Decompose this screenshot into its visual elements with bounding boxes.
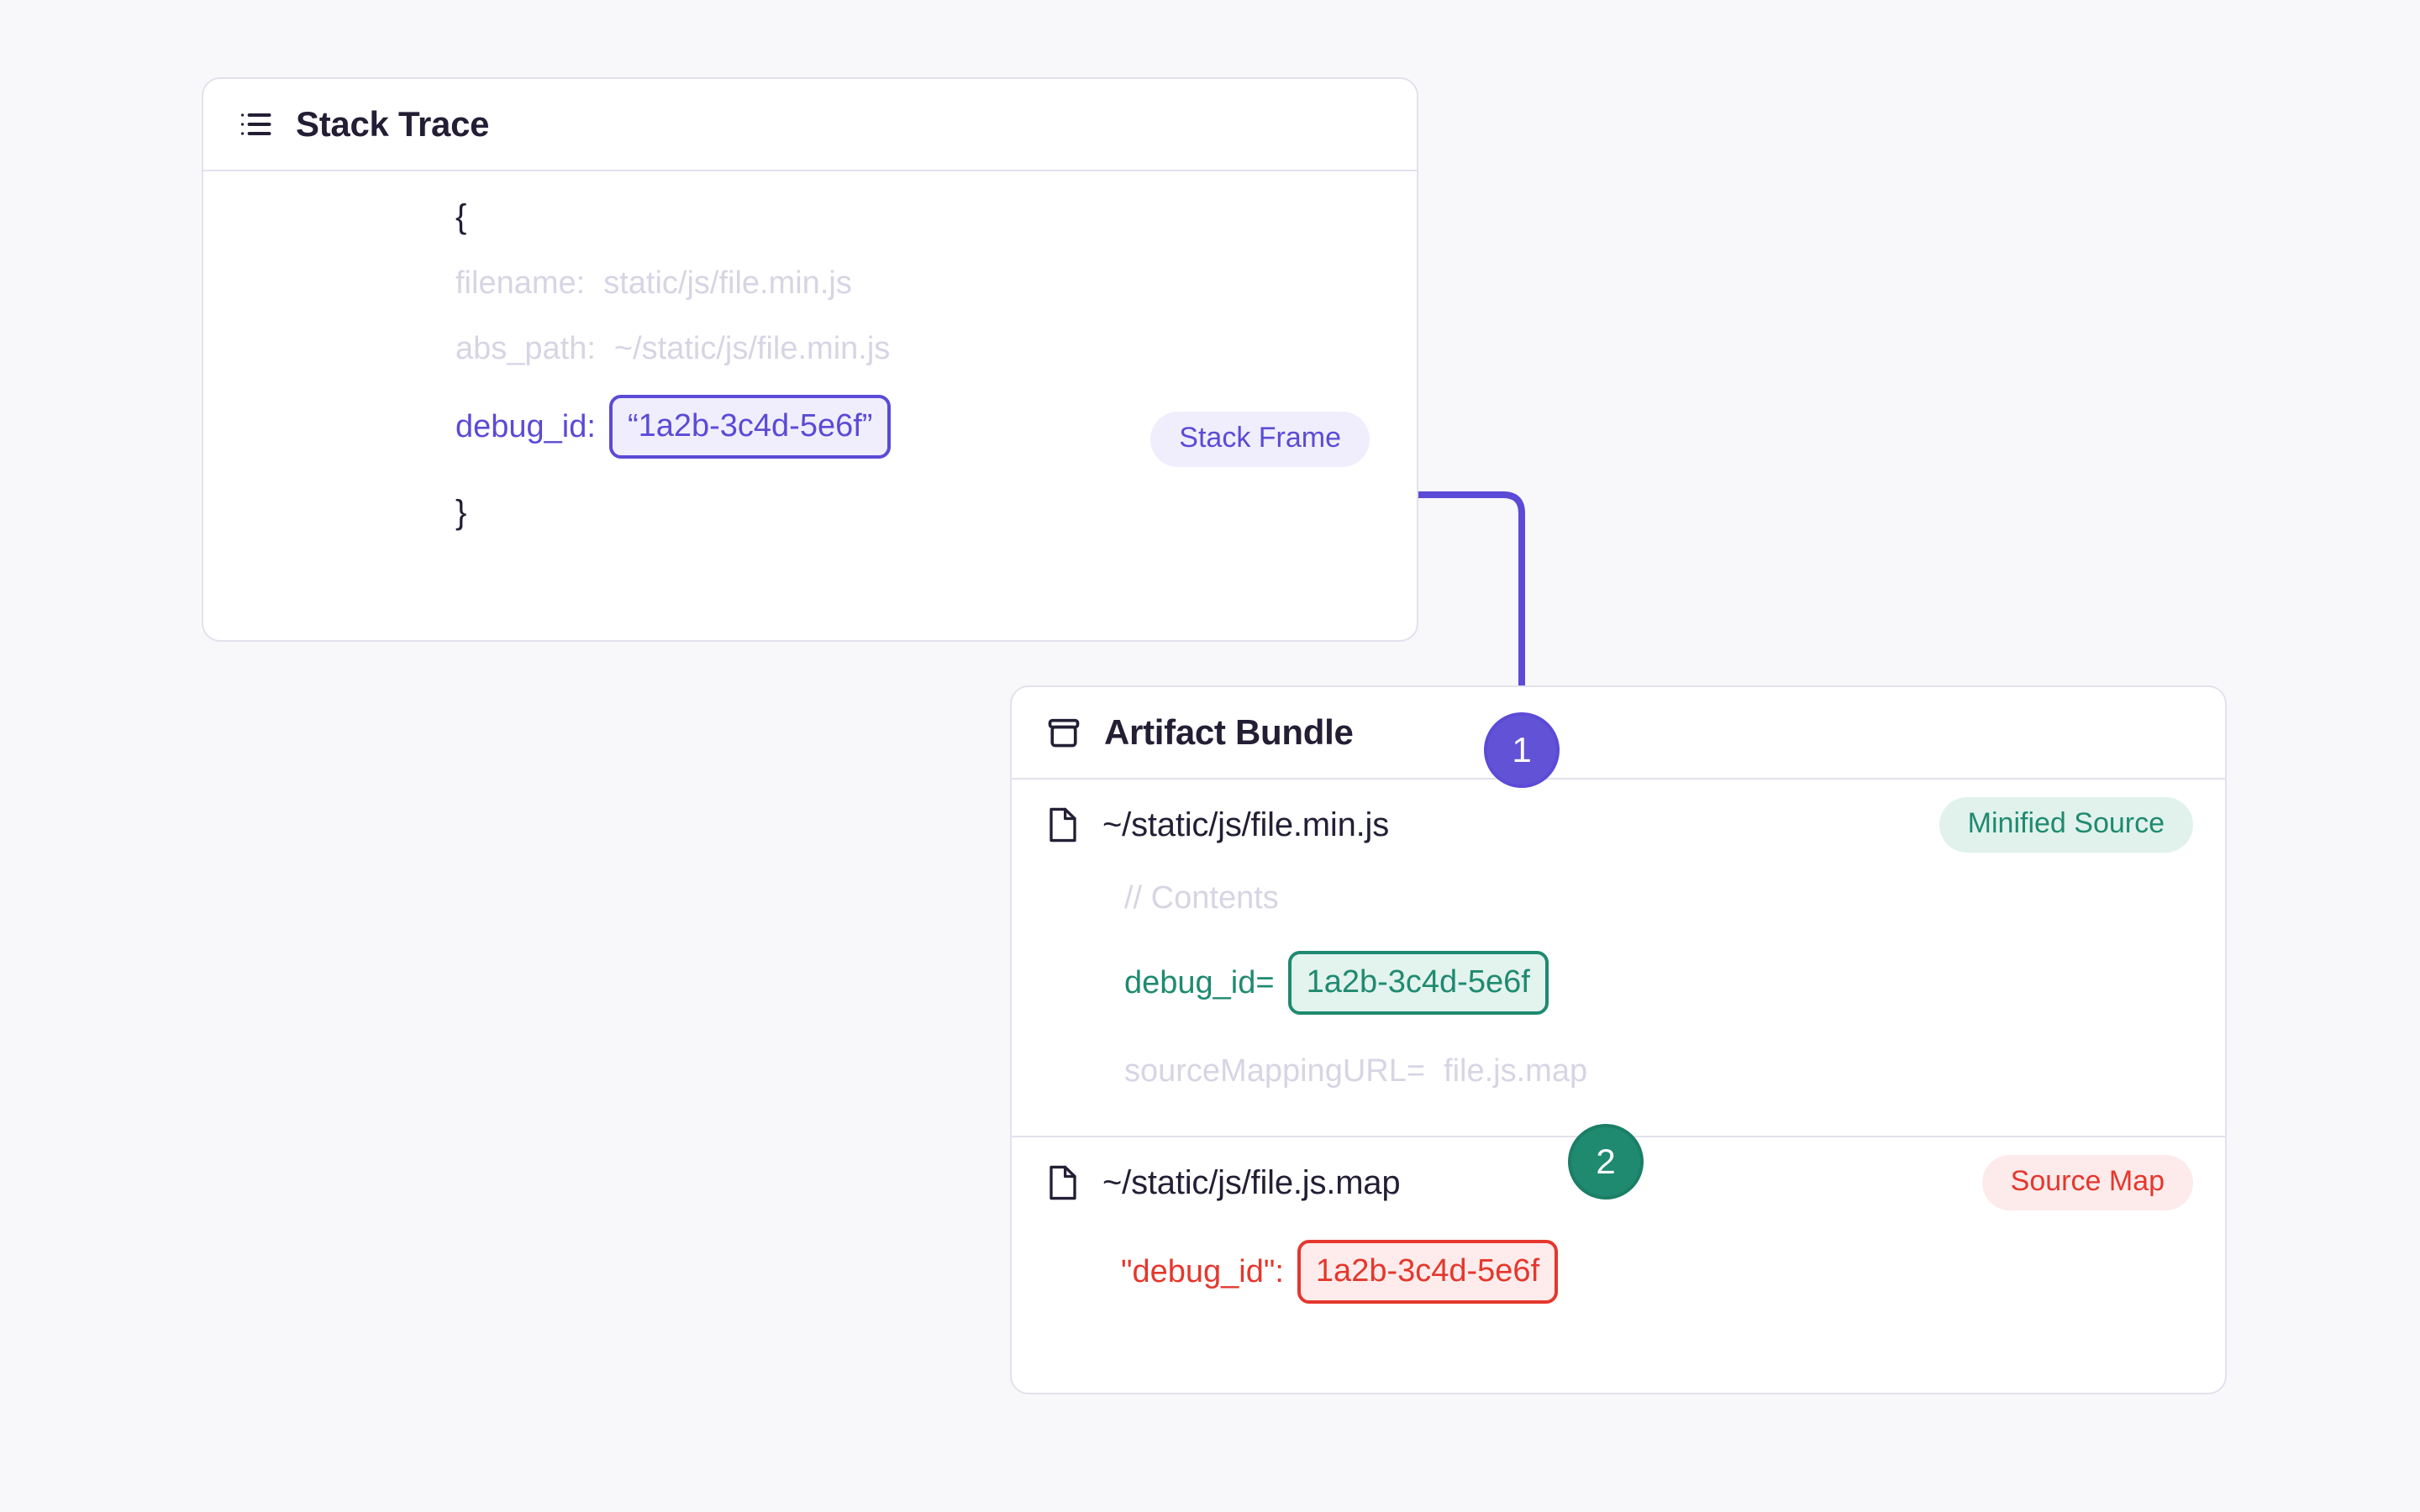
archive-box-icon <box>1045 714 1082 751</box>
artifact-bundle-header: Artifact Bundle <box>1012 687 2225 780</box>
source-mapping-url-key: sourceMappingURL= <box>1124 1053 1426 1089</box>
source-map-debug-id-value[interactable]: 1a2b-3c4d-5e6f <box>1297 1240 1559 1304</box>
abs-path-key: abs_path: <box>455 331 596 366</box>
minified-source-comment: // Contents <box>1124 880 1279 916</box>
wire-stacktrace-to-minified <box>891 491 1525 1032</box>
source-map-debug-id-row: "debug_id": 1a2b-3c4d-5e6f <box>1012 1240 2225 1304</box>
stacktrace-debug-id-row: debug_id: “1a2b-3c4d-5e6f” <box>203 395 1417 459</box>
minified-source-file-name: ~/static/js/file.min.js <box>1102 806 1390 843</box>
source-map-section: ~/static/js/file.js.map Source Map "debu… <box>1012 1137 2225 1319</box>
minified-source-debug-id-value[interactable]: 1a2b-3c4d-5e6f <box>1287 951 1549 1015</box>
close-brace: } <box>455 494 467 531</box>
minified-source-badge: Minified Source <box>1939 797 2193 853</box>
open-brace: { <box>455 198 467 235</box>
source-mapping-url-row: sourceMappingURL= file.js.map <box>1012 1055 2225 1087</box>
filename-key: filename: <box>455 265 586 301</box>
stack-trace-title: Stack Trace <box>296 104 490 144</box>
abs-path-value: ~/static/js/file.min.js <box>613 331 891 366</box>
source-map-debug-id-key: "debug_id": <box>1121 1254 1284 1289</box>
source-mapping-url-value: file.js.map <box>1444 1053 1588 1089</box>
filename-row: filename: static/js/file.min.js <box>203 267 1417 299</box>
stacktrace-debug-id-key: debug_id: <box>455 409 596 444</box>
source-map-file-row[interactable]: ~/static/js/file.js.map Source Map <box>1012 1155 2225 1210</box>
step-marker-1: 1 <box>1484 712 1560 788</box>
stack-trace-body: Stack Frame { filename: static/js/file.m… <box>203 171 1417 732</box>
minified-source-debug-id-row: debug_id= 1a2b-3c4d-5e6f <box>1012 951 2225 1015</box>
stacktrace-debug-id-value[interactable]: “1a2b-3c4d-5e6f” <box>608 395 892 459</box>
source-map-file-name: ~/static/js/file.js.map <box>1102 1163 1401 1201</box>
filename-value: static/js/file.min.js <box>603 265 852 301</box>
file-icon <box>1045 1163 1081 1203</box>
abs-path-row: abs_path: ~/static/js/file.min.js <box>203 333 1417 365</box>
minified-source-section: ~/static/js/file.min.js Minified Source … <box>1012 780 2225 1136</box>
minified-source-file-row[interactable]: ~/static/js/file.min.js Minified Source <box>1012 797 2225 853</box>
source-map-badge: Source Map <box>1981 1155 2193 1210</box>
file-icon <box>1045 805 1081 845</box>
artifact-bundle-card: Artifact Bundle ~/static/js/file.min.js … <box>1010 685 2227 1394</box>
stack-trace-card: Stack Trace Stack Frame { filename: stat… <box>202 77 1418 642</box>
step-marker-2: 2 <box>1568 1124 1644 1200</box>
stack-frame-badge: Stack Frame <box>1150 412 1370 467</box>
artifact-bundle-title: Artifact Bundle <box>1104 712 1354 752</box>
stack-trace-header: Stack Trace <box>203 79 1417 171</box>
minified-source-debug-id-key: debug_id= <box>1124 965 1275 1000</box>
list-icon <box>237 106 274 143</box>
